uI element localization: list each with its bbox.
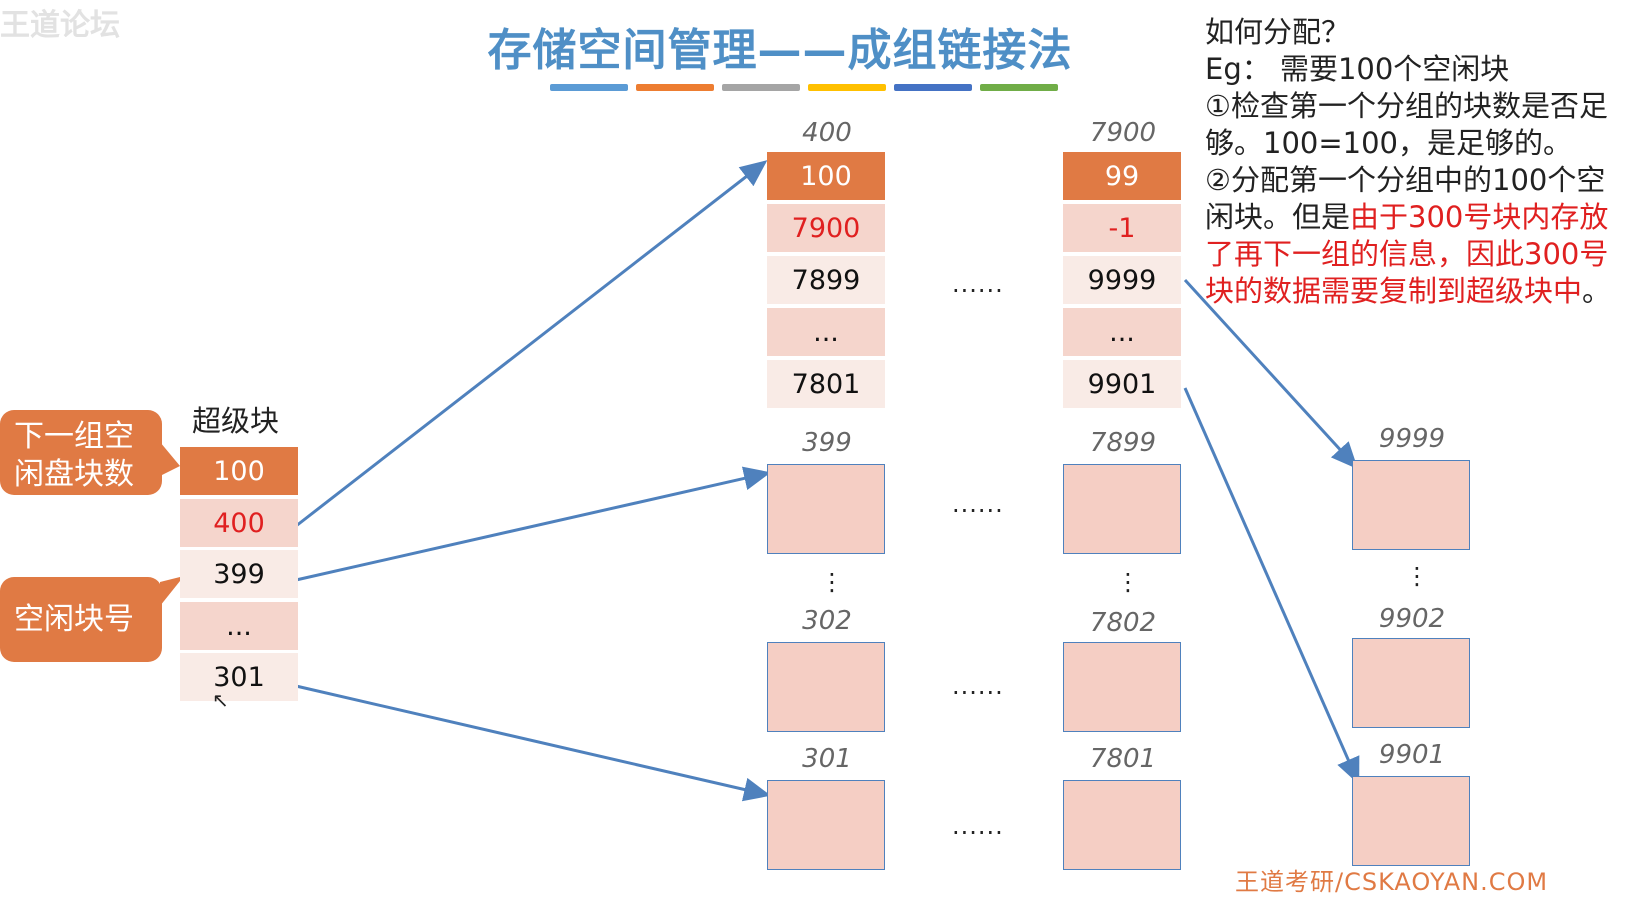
superblock-cell: ... (180, 602, 298, 650)
block-label: 7899 (1089, 428, 1157, 458)
group-7900-cell: ... (1063, 308, 1181, 356)
callout-next-group-count-text: 下一组空闲盘块数 (14, 419, 134, 492)
block-label: 399 (802, 428, 852, 458)
group-400-cell: 7899 (767, 256, 885, 304)
callout-free-block-numbers-text: 空闲块号 (14, 601, 134, 637)
watermark: 王道论坛 (0, 8, 120, 43)
superblock-cell: 399 (180, 550, 298, 598)
notes-line: ②分配第一个分组中的100个空闲块。但是由于300号块内存放了再下一组的信息，因… (1205, 162, 1630, 310)
ellipsis-vertical: ⋮ (1116, 568, 1140, 596)
group-7900-cell: 99 (1063, 152, 1181, 200)
block-label: 9902 (1378, 604, 1446, 634)
notes-highlight: 由于300号块内存放了再下一组的信息，因此300号块的数据需要复制到超级块中 (1205, 200, 1609, 308)
group-400-cell: 7900 (767, 204, 885, 252)
block-label: 302 (802, 606, 852, 636)
group-7900-label: 7900 (1089, 118, 1157, 148)
block-label: 301 (802, 744, 852, 774)
disk-block (767, 464, 885, 554)
disk-block (767, 780, 885, 870)
ellipsis: ...... (952, 672, 1004, 700)
notes-line: Eg： 需要100个空闲块 (1205, 52, 1510, 86)
superblock-label: 超级块 (192, 404, 280, 438)
callout-free-block-numbers: 空闲块号 (0, 577, 162, 662)
superblock-cell: 100 (180, 447, 298, 495)
group-7900-cell: 9999 (1063, 256, 1181, 304)
arrow-9999-to-block (1183, 278, 1359, 470)
group-7900-cell: 9901 (1063, 360, 1181, 408)
callout-next-group-count: 下一组空闲盘块数 (0, 410, 162, 495)
disk-block (1352, 460, 1470, 550)
cursor-icon: ↖ (212, 688, 229, 712)
ellipsis: ...... (952, 812, 1004, 840)
group-400-cell: ... (767, 308, 885, 356)
group-7900-cell: -1 (1063, 204, 1181, 252)
disk-block (767, 642, 885, 732)
ellipsis: ...... (952, 270, 1004, 298)
block-label: 9999 (1378, 424, 1446, 454)
block-label: 7801 (1089, 744, 1157, 774)
disk-block (1352, 776, 1470, 866)
link-arrows (295, 160, 1360, 802)
disk-block (1352, 638, 1470, 728)
group-400-cell: 7801 (767, 360, 885, 408)
explanation-notes: 如何分配？ Eg： 需要100个空闲块 ①检查第一个分组的块数是否足够。100=… (1205, 14, 1630, 310)
group-400-label: 400 (802, 118, 852, 148)
notes-text: ②分配第一个分组中的100个空闲块。但是 (1205, 163, 1606, 234)
disk-block (1063, 780, 1181, 870)
callout-pointer (160, 576, 184, 606)
notes-line: 如何分配？ (1205, 15, 1351, 49)
block-label: 9901 (1378, 740, 1446, 770)
ellipsis: ...... (952, 490, 1004, 518)
superblock-cell: 301 (180, 653, 298, 701)
footer-brand: 王道考研/CSKAOYAN.COM (1235, 868, 1549, 896)
title-bar (722, 84, 800, 91)
ellipsis-vertical: ⋮ (1405, 562, 1429, 590)
title-bar (550, 84, 628, 91)
notes-text: 。 (1582, 274, 1612, 308)
ellipsis-vertical: ⋮ (820, 568, 844, 596)
title-color-bars (550, 84, 1058, 91)
arrow-9901-to-block (1183, 387, 1360, 785)
arrow-400-to-group (295, 160, 768, 528)
block-label: 7802 (1089, 608, 1157, 638)
callout-pointer (160, 442, 180, 476)
superblock-cell: 400 (180, 499, 298, 547)
title-bar (980, 84, 1058, 91)
page-title: 存储空间管理——成组链接法 (487, 25, 1073, 76)
title-bar (808, 84, 886, 91)
group-400-cell: 100 (767, 152, 885, 200)
title-bar (636, 84, 714, 91)
notes-line: ①检查第一个分组的块数是否足够。100=100，是足够的。 (1205, 89, 1608, 160)
arrow-399-to-block (295, 466, 771, 582)
arrow-301-to-block (295, 684, 771, 802)
disk-block (1063, 464, 1181, 554)
disk-block (1063, 642, 1181, 732)
title-bar (894, 84, 972, 91)
